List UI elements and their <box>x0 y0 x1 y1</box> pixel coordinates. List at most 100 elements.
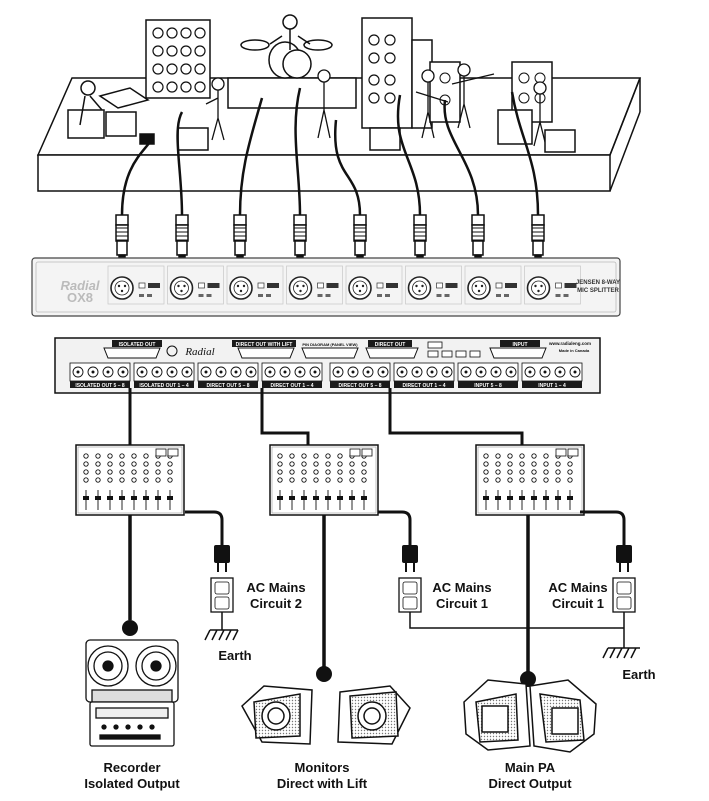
xlr-pin <box>421 284 424 288</box>
mixer-knob <box>143 477 149 483</box>
lift-switch <box>564 283 577 288</box>
channel-led <box>436 294 442 297</box>
xlr-input-jack <box>467 276 491 300</box>
xlr-plug-grip <box>471 224 485 242</box>
rear-xlr-strip-label-bg <box>522 381 582 388</box>
mixer-fader-cap <box>277 496 283 500</box>
rear-website: www.radialeng.com <box>548 341 591 346</box>
xlr-plug <box>531 214 545 259</box>
mixer-knob <box>155 469 161 475</box>
mixer-knob <box>337 477 343 483</box>
xlr-plug-barrel <box>472 240 484 256</box>
splitter-front-panel: Radial OX8 JENSEN 8-WAY MIC SPLITTER <box>31 257 621 317</box>
mixer-fader-cap <box>507 496 513 500</box>
mixer-knob <box>107 453 113 459</box>
mixer-knob <box>131 453 137 459</box>
mixer-knob <box>119 477 125 483</box>
rear-xlr-strip: ISOLATED OUT 5 – 8 <box>69 362 131 389</box>
mixer-knob <box>83 453 89 459</box>
rear-xlr-jack-center <box>430 370 434 374</box>
mixer-knob <box>325 453 331 459</box>
pa-speaker-left <box>463 679 531 751</box>
power-plug <box>214 545 230 572</box>
front-channel <box>167 265 224 305</box>
mixer-knob <box>349 477 355 483</box>
xlr-pin <box>123 284 127 288</box>
mixer-bezel <box>271 446 377 514</box>
xlr-pin <box>537 289 540 293</box>
front-channel <box>524 265 581 305</box>
xlr-jack-ring <box>471 280 487 296</box>
xlr-plug-grip <box>115 224 129 242</box>
mixer-fader-cap <box>167 496 173 500</box>
rear-xlr-strip-label: ISOLATED OUT 5 – 8 <box>75 383 125 389</box>
power-cables <box>185 510 626 545</box>
rear-xlr-jack-center <box>155 370 159 374</box>
lift-switch <box>505 283 517 288</box>
di-box <box>139 133 155 145</box>
mixer-knob <box>361 461 367 467</box>
rear-xlr-strip-label-bg <box>134 381 194 388</box>
xlr-pin <box>355 284 359 288</box>
xlr-jack-ring <box>293 280 308 296</box>
lift-switch <box>445 283 458 288</box>
mixer-knob <box>325 477 331 483</box>
guitar-amp-stack-left <box>145 19 211 99</box>
mixer-knob <box>143 453 149 459</box>
mixer-meter <box>155 448 167 457</box>
mixer-knob <box>289 453 295 459</box>
rear-xlr-strip-label-bg <box>330 381 390 388</box>
front-channel <box>107 265 165 305</box>
mixer-knob <box>519 461 525 467</box>
xlr-plug-boot <box>175 214 189 226</box>
wall-outlet-socket <box>214 596 230 610</box>
xlr-pin <box>480 284 484 288</box>
rear-xlr-jack-center <box>219 370 223 374</box>
ac-mains-line-2: Circuit 2 <box>249 596 302 611</box>
mixer-knob <box>567 477 573 483</box>
ac-mains-label-circuit-1-right: AC Mains Circuit 1 <box>538 580 618 612</box>
mixer-knob <box>107 461 113 467</box>
mixer-knob <box>495 477 501 483</box>
xlr-plug-barrel <box>532 240 544 256</box>
main-pa-label-line-1: Main PA <box>504 760 556 775</box>
xlr-input-jack <box>110 276 134 300</box>
channel-led <box>139 294 144 297</box>
mixer-knob <box>483 453 489 459</box>
cable-junctions <box>122 620 536 687</box>
xlr-pin <box>361 284 365 288</box>
rear-xlr-jack-center <box>400 370 404 374</box>
mixer-knob <box>543 477 549 483</box>
ac-mains-line-1: AC Mains <box>246 580 306 595</box>
mixer-knob <box>143 469 149 475</box>
xlr-plug-barrel <box>116 240 128 256</box>
main-pa-label-line-2: Direct Output <box>488 776 572 791</box>
mixer-knob <box>507 453 513 459</box>
mixer-fader-cap <box>337 496 343 500</box>
xlr-plug-boot <box>115 214 129 226</box>
xlr-plug-barrel <box>176 240 188 256</box>
mixer-fader-cap <box>483 496 489 500</box>
mixer-knob <box>543 469 549 475</box>
mixer-knob <box>361 469 367 475</box>
rear-xlr-jack-center <box>528 370 532 374</box>
rear-xlr-strip: DIRECT OUT 1 – 4 <box>393 362 455 389</box>
mixer-body <box>475 444 585 516</box>
rear-xlr-jack-center <box>381 370 385 374</box>
reel-to-reel-recorder <box>85 639 179 747</box>
xlr-pin <box>534 284 537 288</box>
rear-xlr-strip-label-bg <box>458 381 518 388</box>
phase-switch <box>317 282 324 289</box>
xlr-plug-grip <box>293 224 307 242</box>
xlr-pin <box>177 284 180 288</box>
mixer-meter <box>349 448 361 457</box>
recorder-label-line-1: Recorder <box>103 760 161 775</box>
mixer-knob <box>555 469 561 475</box>
mixer-knob <box>519 469 525 475</box>
wall-outlet <box>398 577 422 613</box>
main-pa-label: Main PA Direct Output <box>460 760 600 792</box>
rear-xlr-strip: INPUT 5 – 8 <box>457 362 519 389</box>
mixer-fader-cap <box>301 496 307 500</box>
xlr-jack-ring <box>174 280 189 296</box>
